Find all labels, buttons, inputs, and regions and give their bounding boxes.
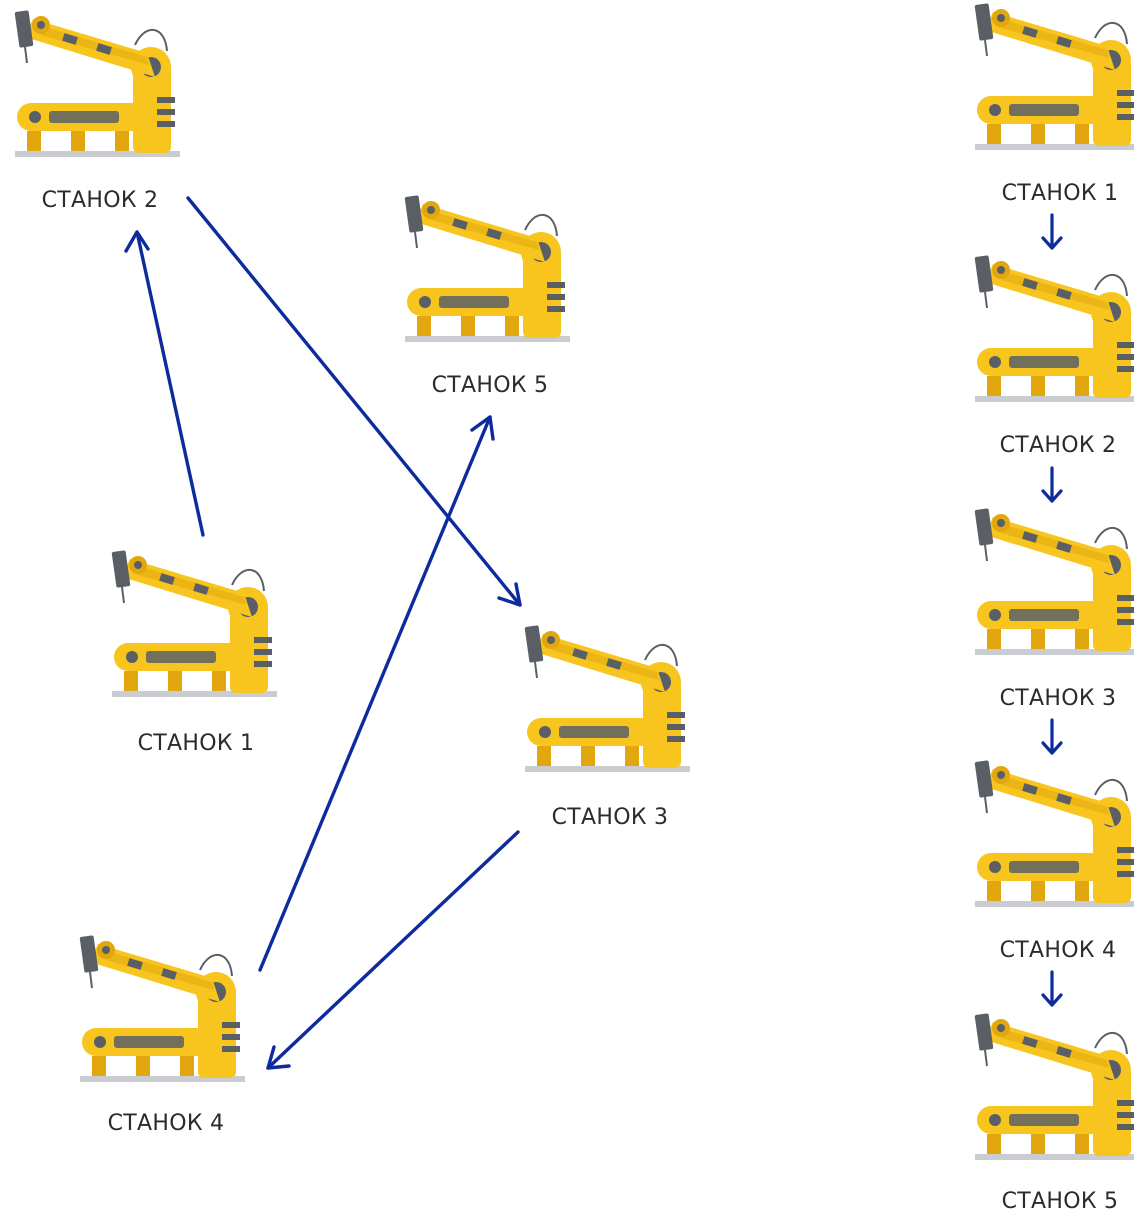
- robotic-arm-icon: [973, 507, 1134, 656]
- robotic-arm-icon: [78, 934, 246, 1083]
- sequence-label: СТАНОК 4: [1000, 938, 1117, 963]
- sequence-arrow-down: [1041, 213, 1063, 250]
- flow-arrow-3-to-4: [266, 830, 520, 1070]
- machine-node-5: СТАНОК 5: [403, 194, 571, 398]
- robotic-arm-icon: [973, 254, 1134, 403]
- sequence-arrow-down: [1041, 466, 1063, 503]
- machine-label: СТАНОК 5: [432, 373, 549, 398]
- machine-node-4: СТАНОК 4: [78, 934, 246, 1136]
- right-sequence: СТАНОК 1 СТАНОК 2 СТАНОК 3 СТАНОК 4: [973, 2, 1134, 1214]
- sequence-label: СТАНОК 2: [1000, 433, 1117, 458]
- machine-label: СТАНОК 1: [138, 731, 255, 756]
- sequence-label: СТАНОК 5: [1002, 1189, 1119, 1214]
- sequence-label: СТАНОК 3: [1000, 686, 1117, 711]
- machine-label: СТАНОК 4: [108, 1111, 225, 1136]
- robotic-arm-icon: [973, 1012, 1134, 1161]
- robotic-arm-icon: [403, 194, 571, 343]
- flow-arrow-1-to-2: [124, 230, 205, 537]
- robotic-arm-icon: [110, 549, 278, 698]
- sequence-step-5: СТАНОК 5: [973, 1012, 1134, 1214]
- left-layout: СТАНОК 2 СТАНОК 5 СТАНОК 1 СТАНОК 3 СТАН…: [13, 9, 691, 1136]
- machine-label: СТАНОК 3: [552, 805, 669, 830]
- sequence-step-1: СТАНОК 1: [973, 2, 1134, 206]
- flow-arrow-4-to-5: [258, 415, 495, 972]
- sequence-step-2: СТАНОК 2: [973, 254, 1134, 458]
- sequence-step-3: СТАНОК 3: [973, 507, 1134, 711]
- machine-node-2: СТАНОК 2: [13, 9, 182, 213]
- sequence-step-4: СТАНОК 4: [973, 759, 1134, 963]
- machine-node-3: СТАНОК 3: [523, 624, 691, 830]
- machine-node-1: СТАНОК 1: [110, 549, 278, 756]
- flow-arrow-2-to-3: [186, 196, 522, 607]
- robotic-arm-icon: [973, 2, 1134, 152]
- sequence-arrow-down: [1041, 718, 1063, 755]
- robotic-arm-icon: [523, 624, 691, 773]
- robotic-arm-icon: [13, 9, 182, 159]
- sequence-label: СТАНОК 1: [1002, 181, 1119, 206]
- robotic-arm-icon: [973, 759, 1134, 908]
- sequence-arrow-down: [1041, 970, 1063, 1007]
- machine-label: СТАНОК 2: [42, 188, 159, 213]
